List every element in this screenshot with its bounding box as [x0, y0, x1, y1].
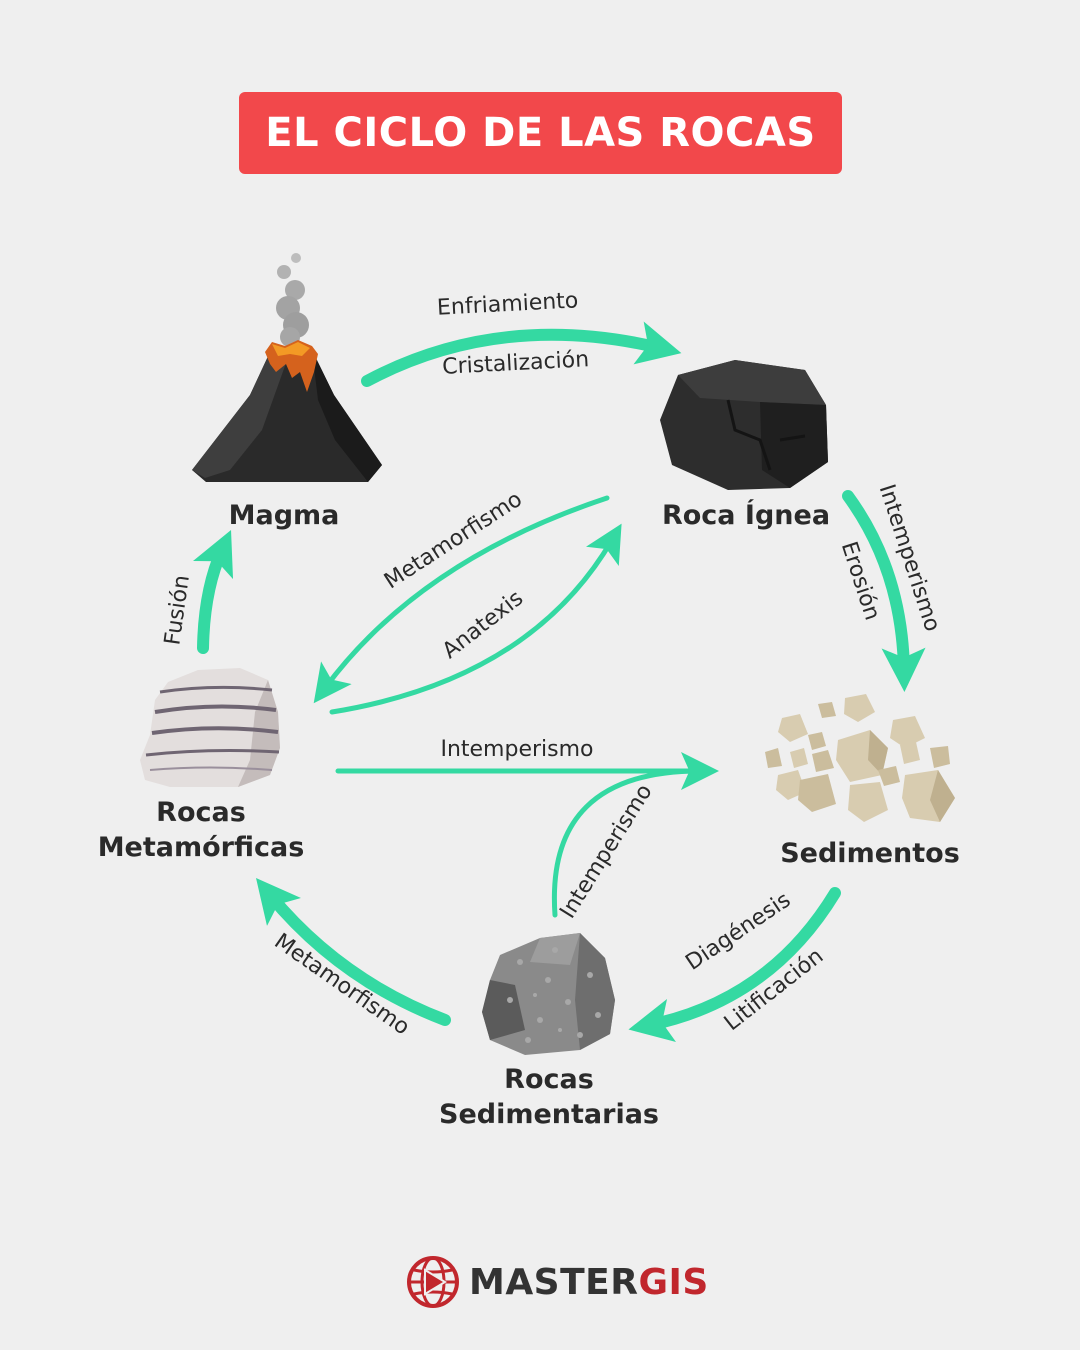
arrow-enfriamiento: [361, 321, 682, 387]
node-label-sedimentos: Sedimentos: [780, 838, 960, 869]
page-title: EL CICLO DE LAS ROCAS: [265, 110, 816, 156]
arrow-intemperismo-sed: [551, 768, 703, 918]
title-banner: EL CICLO DE LAS ROCAS: [239, 92, 842, 174]
igneous-rock-icon: [660, 360, 828, 490]
volcano-icon: [192, 253, 382, 482]
node-label-roca-ignea: Roca Ígnea: [661, 500, 831, 531]
arrow-intemperismo-ignea: [842, 490, 926, 692]
label-intemperismo-meta: Intemperismo: [440, 737, 593, 762]
brand-name: MASTERGIS: [469, 1261, 709, 1303]
arrow-diagenesis: [628, 887, 841, 1043]
label-intemperismo-sed: Intemperismo: [555, 780, 657, 923]
sedimentary-rock-icon: [482, 933, 615, 1055]
label-enfriamiento: Enfriamiento: [436, 288, 578, 320]
metamorphic-rock-icon: [140, 668, 280, 787]
label-fusion: Fusión: [160, 574, 195, 647]
node-label-sedimentarias: Rocas Sedimentarias: [439, 1064, 659, 1130]
arrow-metamorfismo-lower: [256, 878, 451, 1026]
arrow-anatexis: [329, 523, 622, 715]
arrow-fusion: [192, 529, 234, 654]
label-metamorfismo-lower: Metamorfismo: [270, 929, 414, 1041]
globe-play-logo-icon: [407, 1256, 459, 1308]
arrow-metamorfismo-upper: [313, 495, 610, 704]
node-label-magma: Magma: [228, 500, 340, 531]
sediment-pebbles-icon: [765, 694, 955, 822]
brand-logo: MASTERGIS: [405, 1254, 709, 1310]
label-cristalizacion: Cristalización: [442, 347, 590, 380]
label-anatexis: Anatexis: [438, 586, 528, 664]
node-label-metamorficas: Rocas Metamórficas: [97, 797, 305, 863]
